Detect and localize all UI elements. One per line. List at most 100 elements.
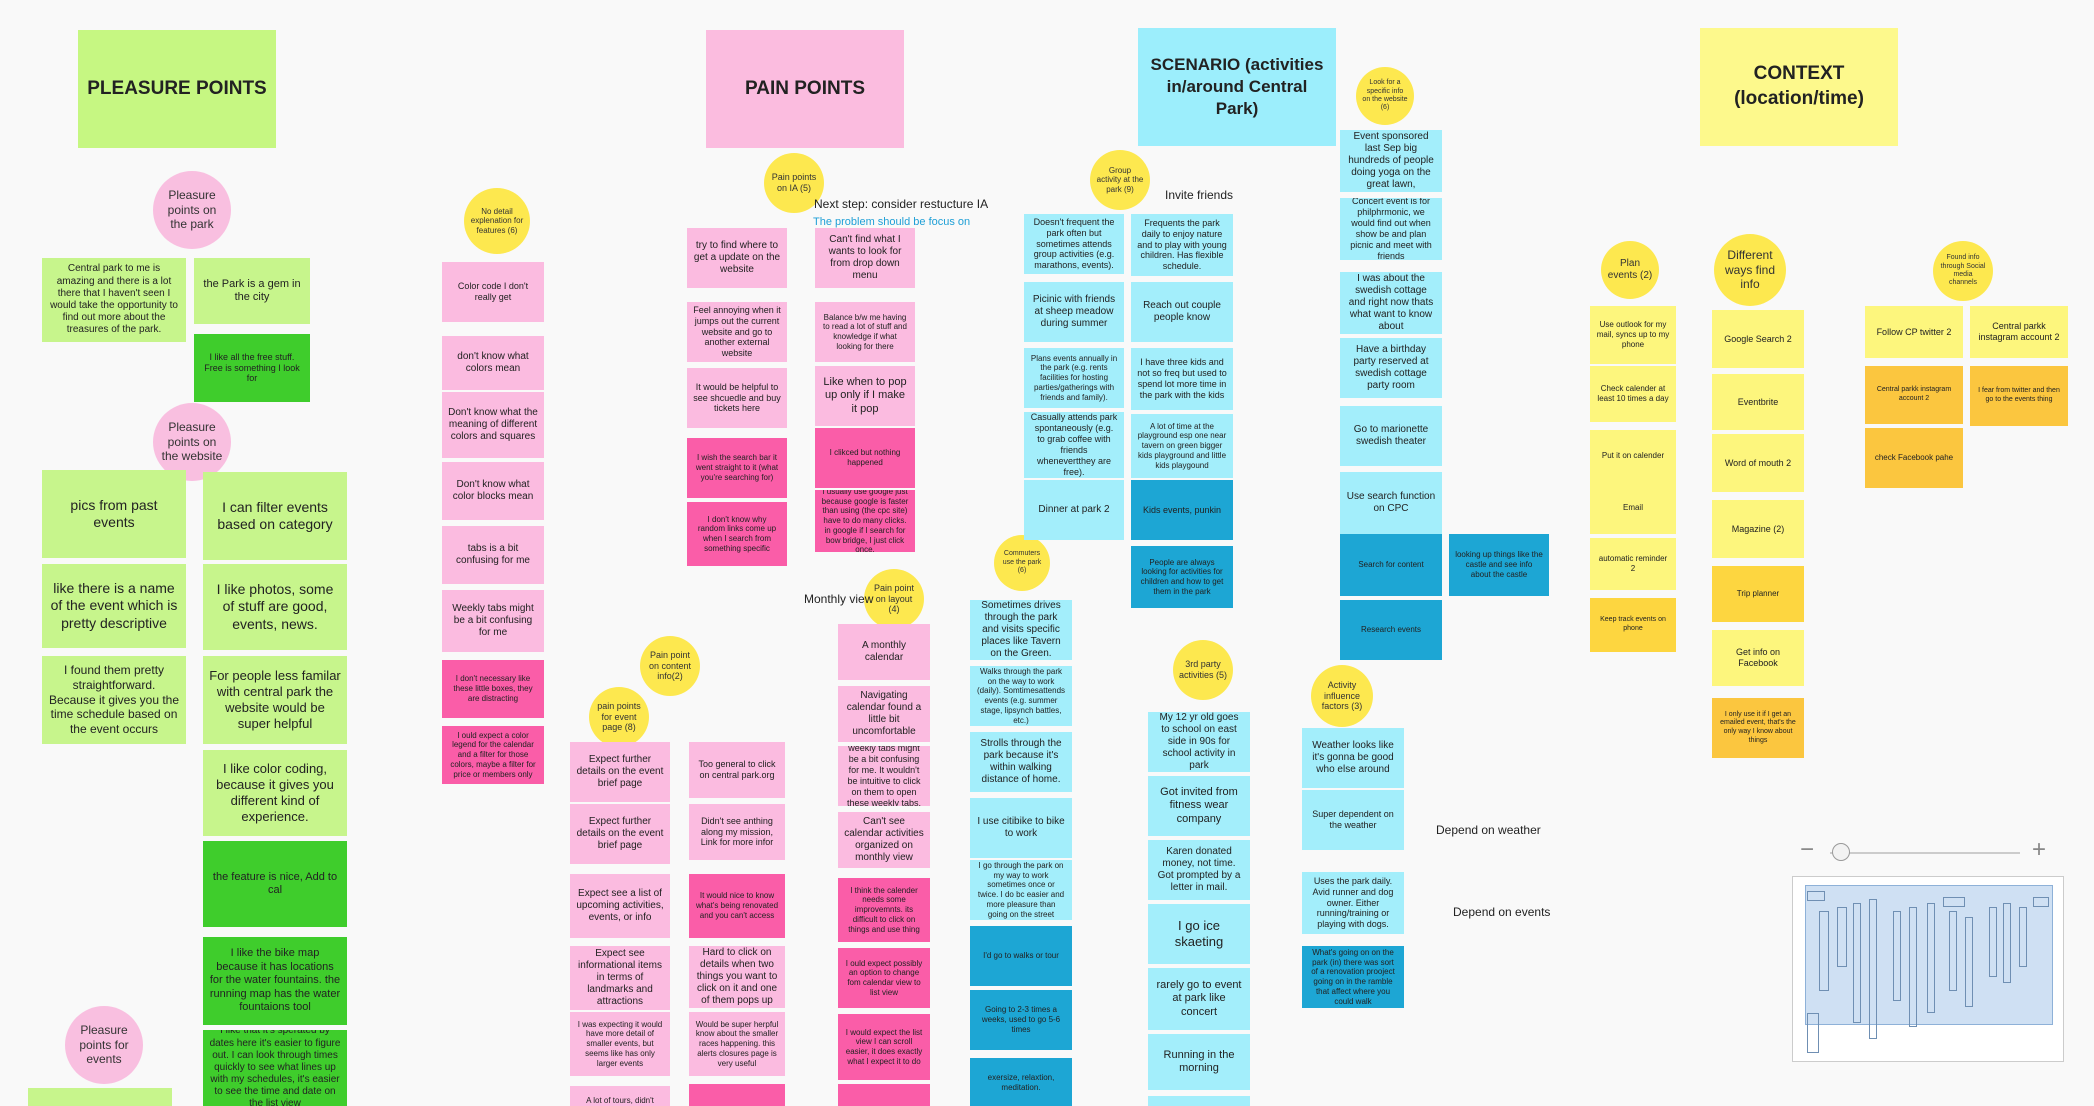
note-scenario-look[interactable]: I was about the swedish cottage and righ… [1340,272,1442,334]
note-pain-layout[interactable]: I ould expect possibly an option to chan… [838,948,930,1008]
note-pain-layout[interactable]: Navigating calendar found a little bit u… [838,686,930,742]
cluster-pleasure-park[interactable]: Pleasure points on the park [153,171,231,249]
note-scenario-third-party[interactable]: My 12 yr old goes to school on east side… [1148,712,1250,772]
note-pain-event-page[interactable]: It would nice to know what's being renov… [689,874,785,938]
note-pain-layout[interactable]: weekly tabs might be a bit confusing for… [838,746,930,806]
note-context-plan[interactable]: Use outlook for my mail, syncs up to my … [1590,306,1676,364]
note-pain-ia[interactable]: try to find where to get a update on the… [687,228,787,288]
note-scenario-group[interactable]: I have three kids and not so freq but us… [1131,348,1233,410]
note-pain-event-page[interactable]: A lot of tours, didn't know [570,1086,670,1106]
note-scenario-group[interactable]: A lot of time at the playground esp one … [1131,414,1233,478]
note-pain-no-detail[interactable]: Color code I don't really get [442,262,544,322]
note-pleasure[interactable]: I like the bike map because it has locat… [203,937,347,1025]
note-pain-ia[interactable]: It would be helpful to see shcuedle and … [687,368,787,428]
note-pain-event-page[interactable]: Expect further details on the event brie… [570,742,670,802]
note-scenario-third-party[interactable]: rarely go to event at park like concert [1148,968,1250,1030]
note-pain-ia[interactable]: Balance b/w me having to read a lot of s… [815,302,915,362]
note-context-plan[interactable]: Keep track events on phone [1590,598,1676,652]
cluster-pain-content[interactable]: Pain point on content info(2) [640,636,700,696]
note-scenario-group[interactable]: Plans events annually in the park (e.g. … [1024,348,1124,408]
note-scenario-group[interactable]: Reach out couple people know [1131,282,1233,342]
note-scenario-look[interactable]: looking up things like the castle and se… [1449,534,1549,596]
note-scenario-commuters[interactable]: I use citibike to bike to work [970,798,1072,858]
note-scenario-influence[interactable]: Super dependent on the weather [1302,790,1404,850]
note-scenario-commuters[interactable]: I go through the park on my way to work … [970,860,1072,920]
note-scenario-look[interactable]: Event sponsored last Sep big hundreds of… [1340,130,1442,192]
note-context-plan[interactable]: Email [1590,482,1676,534]
note-pain-layout[interactable]: I think the calender needs some improvem… [838,878,930,942]
note-pain-layout[interactable]: Can't see calendar activities organized … [838,812,930,868]
cluster-ways-find-info[interactable]: Different ways find info [1714,234,1786,306]
note-scenario-group[interactable]: Frequents the park daily to enjoy nature… [1131,214,1233,276]
note-pain-event-page[interactable]: Expect see informational items in terms … [570,946,670,1010]
note-context-ways[interactable]: I only use it if I get an emailed event,… [1712,698,1804,758]
note-context-ways[interactable]: Word of mouth 2 [1712,434,1804,492]
note-context-plan[interactable]: Put it on calender [1590,430,1676,482]
note-pain-event-page[interactable]: Expect see a list of upcoming activities… [570,874,670,938]
note-scenario-third-party[interactable]: Karen donated money, not time. Got promp… [1148,840,1250,900]
note-pain-no-detail[interactable]: I ould expect a color legend for the cal… [442,726,544,784]
note-pain-no-detail[interactable]: I don't necessary like these little boxe… [442,660,544,718]
heading-context[interactable]: CONTEXT (location/time) [1700,28,1898,146]
heading-pain-points[interactable]: PAIN POINTS [706,30,904,148]
note-scenario-commuters[interactable]: Strolls through the park because it's wi… [970,732,1072,792]
note-pleasure[interactable]: I like all the free stuff. Free is somet… [194,334,310,402]
note-pain-no-detail[interactable]: Weekly tabs might be a bit confusing for… [442,590,544,652]
note-context-social[interactable]: I fear from twitter and then go to the e… [1970,366,2068,426]
note-scenario-influence[interactable]: Uses the park daily. Avid runner and dog… [1302,872,1404,934]
note-pain-event-page[interactable] [689,1084,785,1106]
note-context-social[interactable]: Central parkk instagram account 2 [1970,306,2068,358]
note-context-social[interactable]: Central parkk instagram account 2 [1865,366,1963,424]
note-pleasure[interactable]: I can filter events based on category [203,472,347,560]
note-pleasure[interactable]: For people less familar with central par… [203,656,347,744]
cluster-activity-influence[interactable]: Activity influence factors (3) [1311,665,1373,727]
note-pain-layout[interactable] [838,1084,930,1106]
note-pain-event-page[interactable]: Expect further details on the event brie… [570,804,670,864]
note-scenario-look[interactable]: Research events [1340,600,1442,660]
note-context-ways[interactable]: Get info on Facebook [1712,630,1804,686]
board-minimap[interactable] [1792,876,2064,1062]
note-scenario-influence[interactable]: What's going on on the park (in) there w… [1302,946,1404,1008]
note-scenario-commuters[interactable]: Going to 2-3 times a weeks, used to go 5… [970,990,1072,1050]
note-context-plan[interactable]: Check calender at least 10 times a day [1590,366,1676,422]
note-pain-no-detail[interactable]: don't know what colors mean [442,336,544,390]
note-pain-no-detail[interactable]: Don't know what color blocks mean [442,462,544,520]
heading-pleasure-points[interactable]: PLEASURE POINTS [78,30,276,148]
note-pain-no-detail[interactable]: Don't know what the meaning of different… [442,392,544,458]
zoom-slider-handle[interactable] [1832,843,1850,861]
note-scenario-group[interactable]: Dinner at park 2 [1024,480,1124,540]
note-scenario-influence[interactable]: Weather looks like it's gonna be good wh… [1302,728,1404,788]
note-scenario-look[interactable]: Have a birthday party reserved at swedis… [1340,338,1442,398]
zoom-in-button[interactable]: + [2032,836,2047,863]
note-context-ways[interactable]: Eventbrite [1712,374,1804,430]
note-pain-event-page[interactable]: Too general to click on central park.org [689,742,785,798]
zoom-out-button[interactable]: − [1800,836,1815,863]
cluster-pleasure-events[interactable]: Pleasure points for events [65,1006,143,1084]
note-scenario-third-party[interactable]: I go ice skaeting [1148,904,1250,964]
note-scenario-group[interactable]: Kids events, punkin [1131,480,1233,540]
note-scenario-commuters[interactable]: exersize, relaxtion, meditation. [970,1058,1072,1106]
note-pain-ia[interactable]: I usually use google just because google… [815,490,915,552]
cluster-group-activity[interactable]: Group activity at the park (9) [1090,150,1150,210]
cluster-plan-events[interactable]: Plan events (2) [1601,241,1659,299]
note-pleasure-partial[interactable] [28,1088,172,1106]
note-pleasure[interactable]: like there is a name of the event which … [42,564,186,648]
note-pleasure[interactable]: I like that it's sperated by dates here … [203,1030,347,1106]
note-pain-ia[interactable]: Feel annoying when it jumps out the curr… [687,302,787,362]
note-pleasure[interactable]: the Park is a gem in the city [194,258,310,324]
note-scenario-group[interactable]: People are always looking for activities… [1131,546,1233,608]
note-scenario-look[interactable]: Search for content [1340,534,1442,596]
heading-scenario[interactable]: SCENARIO (activities in/around Central P… [1138,28,1336,146]
note-scenario-third-party[interactable]: Running in the morning [1148,1034,1250,1090]
note-context-ways[interactable]: Google Search 2 [1712,310,1804,368]
note-scenario-look[interactable]: Use search function on CPC [1340,472,1442,534]
note-scenario-group[interactable]: Casually attends park spontaneously (e.g… [1024,412,1124,478]
note-pain-layout[interactable]: A monthly calendar [838,624,930,680]
note-pain-no-detail[interactable]: tabs is a bit confusing for me [442,526,544,584]
cluster-no-detail[interactable]: No detail explenation for features (6) [464,188,530,254]
note-pain-event-page[interactable]: Would be super herpful know about the sm… [689,1012,785,1076]
note-scenario-third-party[interactable]: Got invited from fitness wear company [1148,776,1250,836]
note-scenario-look[interactable]: Concert event is for philphrmonic, we wo… [1340,198,1442,260]
note-scenario-partial[interactable] [1148,1096,1250,1106]
note-pain-ia[interactable]: I clikced but nothing happened [815,428,915,488]
